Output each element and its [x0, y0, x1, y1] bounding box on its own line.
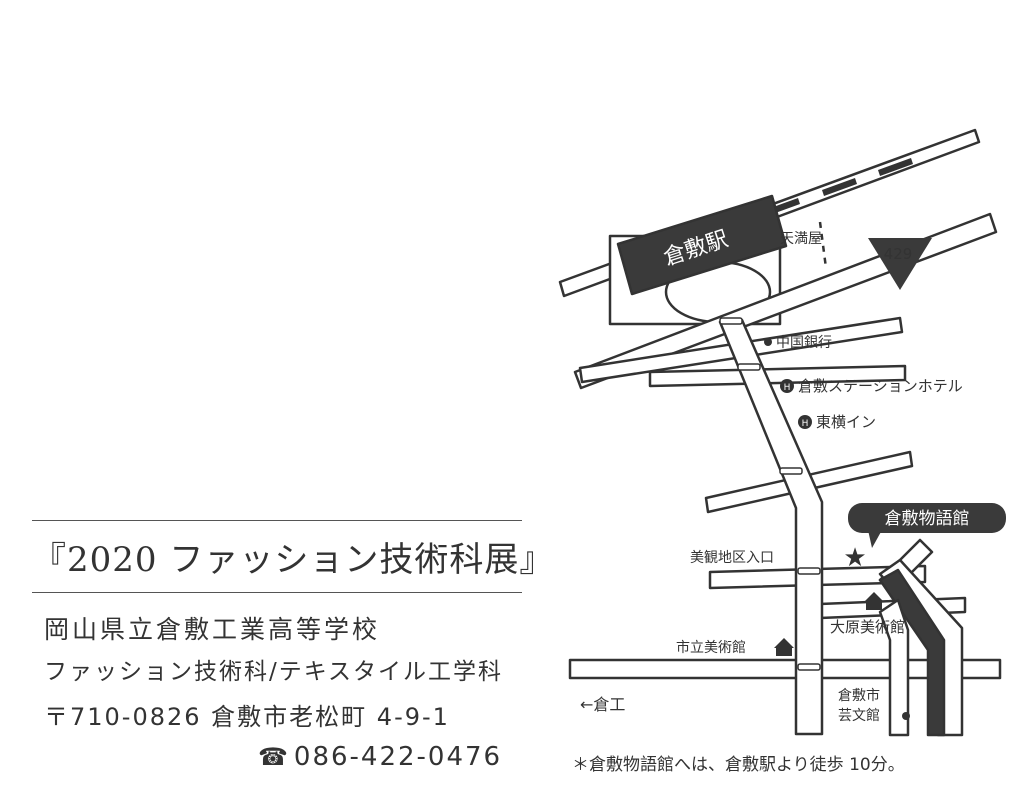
chugoku-bank-label: 中国銀行 — [776, 335, 832, 351]
title-top-rule — [32, 520, 522, 521]
hotel-icon: H — [798, 415, 812, 429]
route-429-label: 429 — [884, 245, 913, 263]
street-2 — [648, 364, 907, 388]
canal-road-west — [878, 598, 910, 737]
museum-icon — [774, 638, 794, 656]
city-museum-label: 市立美術館 — [676, 639, 746, 656]
walking-note: ＊倉敷物語館へは、倉敷駅より徒歩 10分。 — [572, 755, 905, 775]
bank-dot-icon — [764, 338, 772, 346]
monogatari-kan-callout: 倉敷物語館 — [848, 503, 1006, 548]
tenmaya-label: 天満屋 — [780, 231, 822, 247]
svg-text:H: H — [802, 419, 809, 429]
route-429-shield: 429 — [868, 238, 932, 290]
geibunkan-line-1: 倉敷市 — [838, 687, 880, 704]
museum-icon — [864, 592, 884, 610]
geibunkan-dot-icon — [902, 712, 910, 720]
tenmaya-path — [818, 221, 828, 269]
bikan-entrance-label: 美観地区入口 — [690, 549, 774, 566]
station-sign — [616, 194, 788, 296]
geibunkan-label: 倉敷市 芸文館 — [838, 687, 884, 724]
geibunkan-line-2: 芸文館 — [838, 707, 880, 724]
title-bottom-rule — [32, 592, 522, 593]
toyoko-inn-label: 東横イン — [816, 413, 876, 431]
school-name: 岡山県立倉敷工業高等学校 — [44, 615, 381, 644]
star-icon: ★ — [843, 543, 866, 573]
event-title: 『2020 ファッション技術科展』 — [32, 540, 555, 580]
crossing-markers — [719, 317, 821, 671]
monogatari-kan-label: 倉敷物語館 — [885, 509, 970, 529]
hotel-icon: H — [780, 379, 794, 393]
station-hotel-label: 倉敷ステーションホテル — [798, 377, 963, 395]
kurako-direction-label: ←倉工 — [580, 695, 625, 714]
ohara-museum-label: 大原美術館 — [830, 618, 905, 636]
svg-text:H: H — [784, 383, 791, 393]
phone-number: 086-422-0476 — [293, 742, 503, 772]
department-name: ファッション技術科/テキスタイル工学科 — [44, 659, 504, 685]
bikan-canal — [878, 568, 946, 737]
address: 〒710-0826 倉敷市老松町 4-9-1 — [44, 703, 450, 731]
phone-line: ☎086-422-0476 — [258, 742, 502, 772]
phone-icon: ☎ — [258, 743, 290, 771]
